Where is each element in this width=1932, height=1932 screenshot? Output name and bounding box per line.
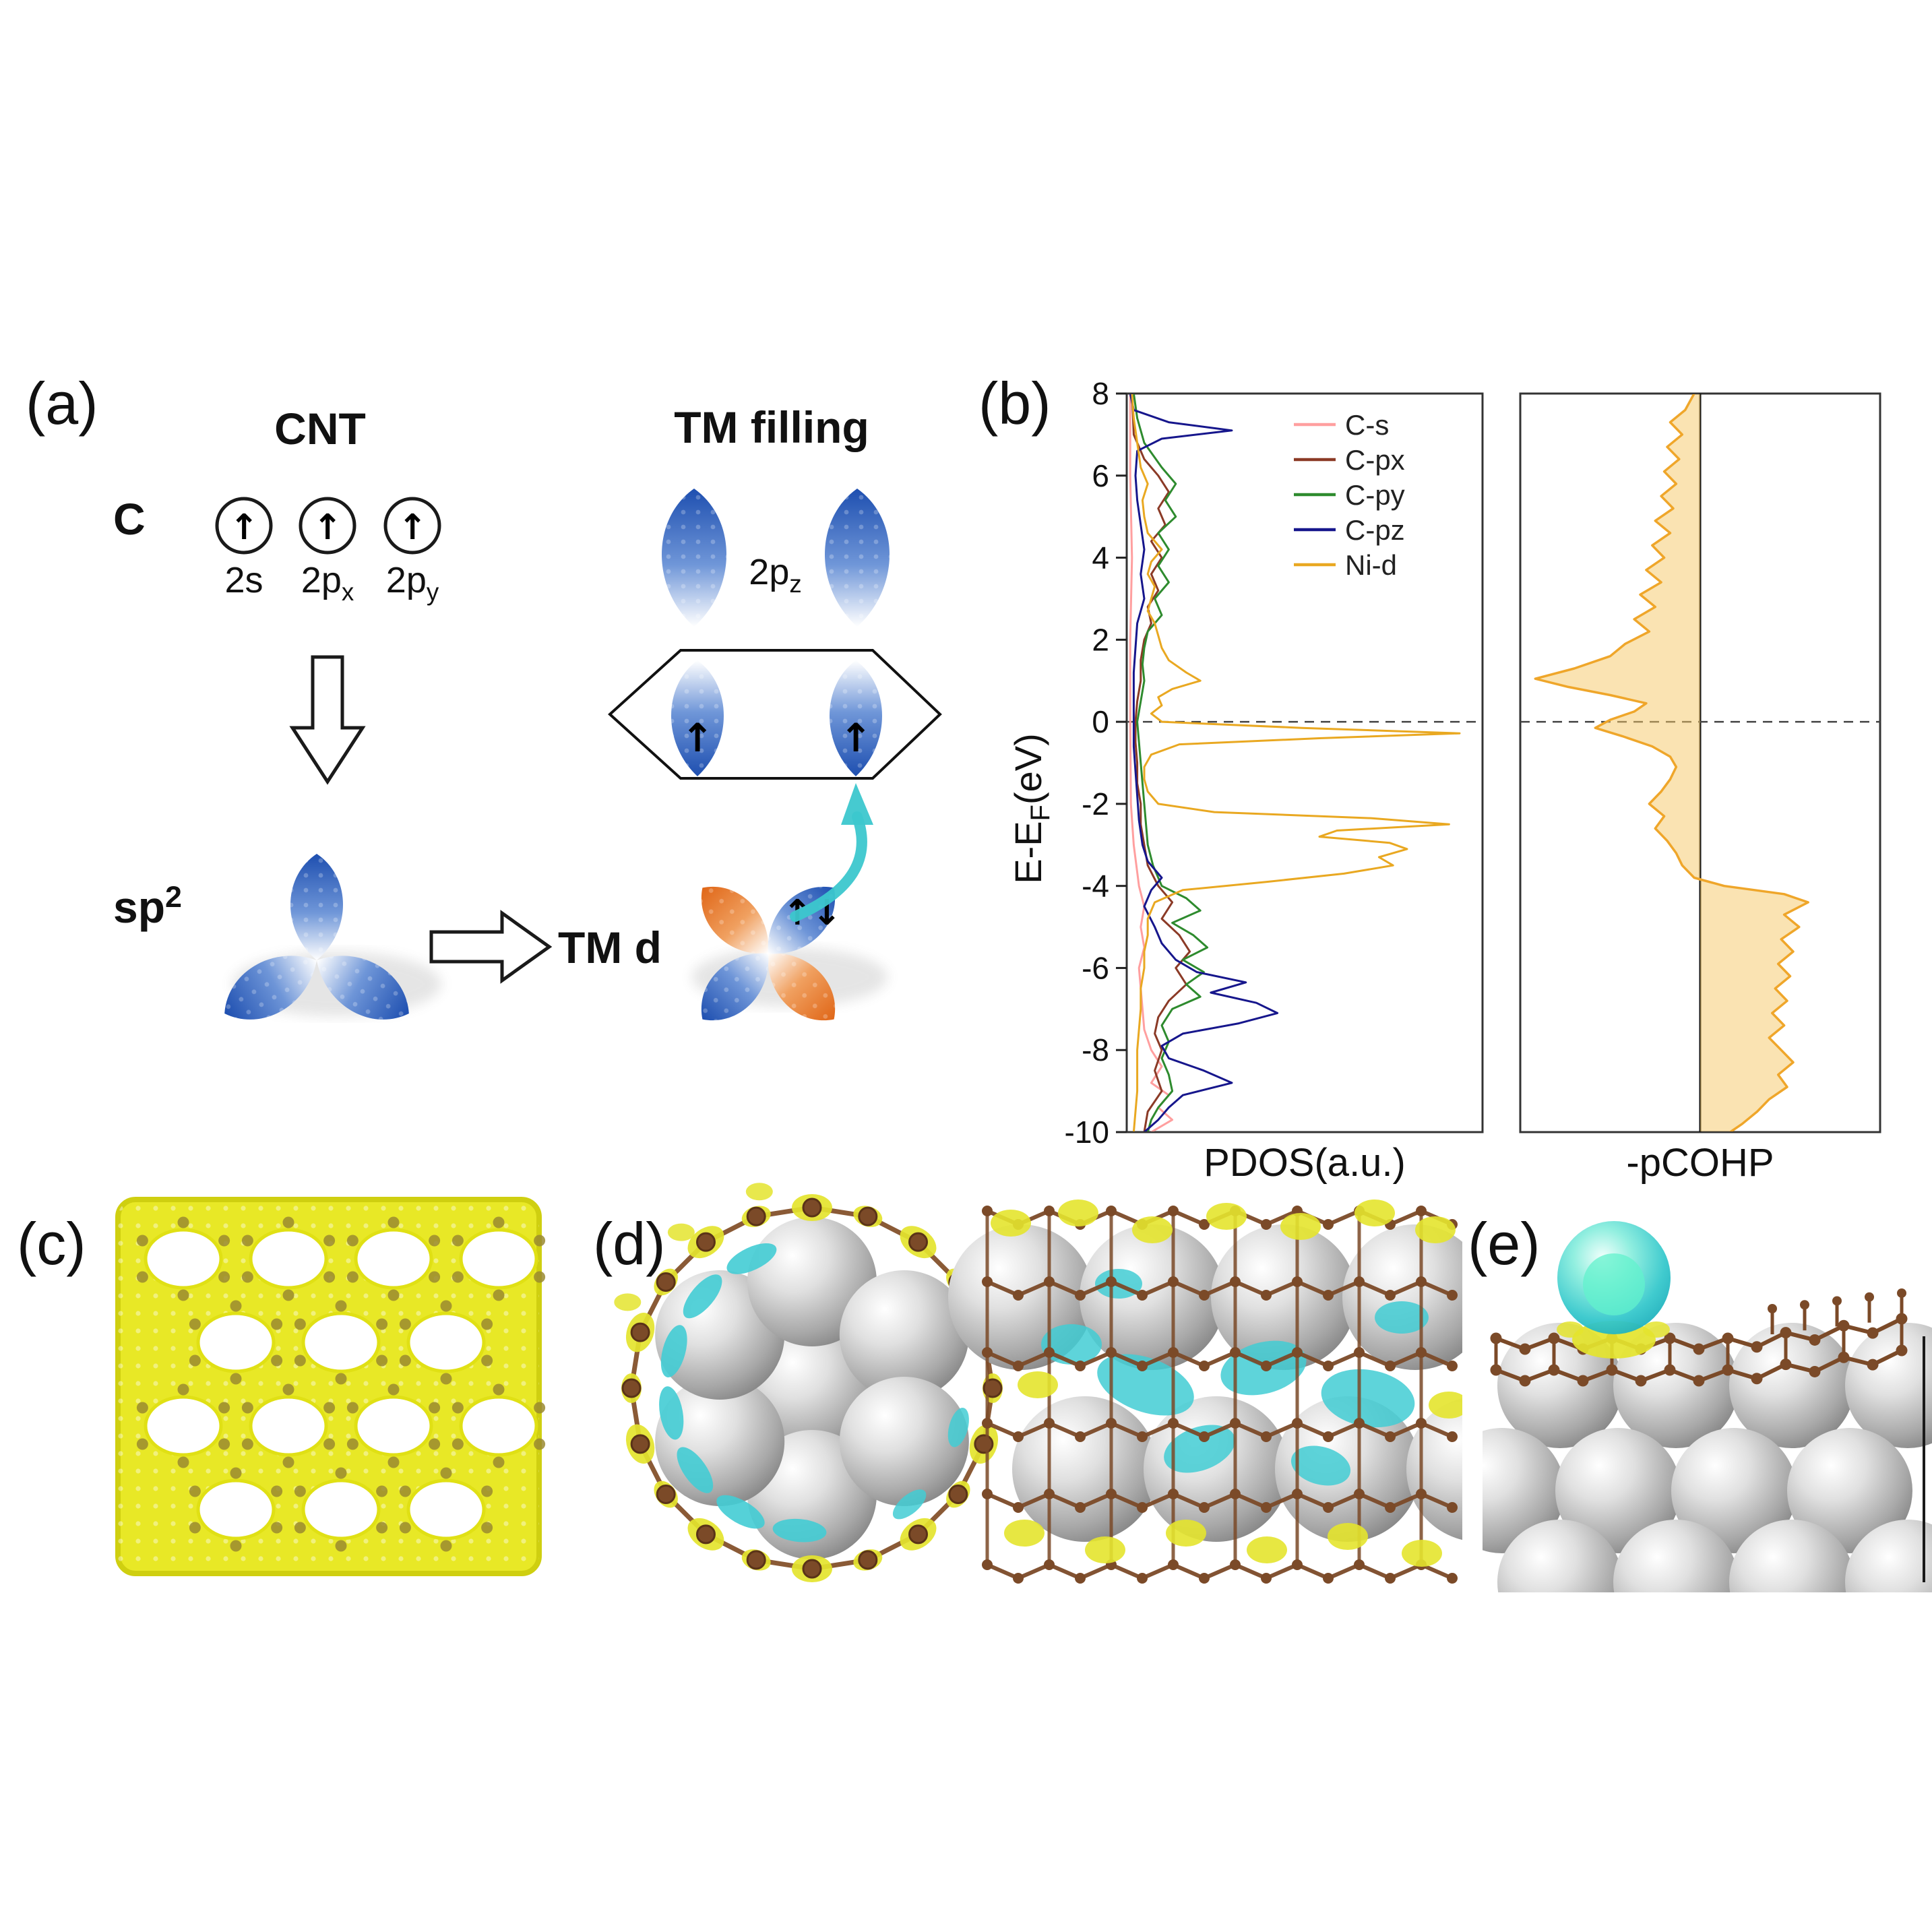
adsorbate-structure-image [1483,1221,1932,1592]
svg-text:4: 4 [1092,540,1109,575]
surface-sparkle [118,1199,539,1573]
orbital-label-2py: 2py [385,560,439,606]
tmd-label: TM d [558,923,662,972]
tm-filling-title: TM filling [674,402,869,452]
nanotube-cross-section-image [614,1183,1003,1582]
panel-a-schematic: ↑ ↑ ↑ ↑ ↑ ↑↓ [215,489,942,1021]
sp2-orbital [224,854,409,1020]
svg-text:6: 6 [1092,458,1109,493]
svg-text:-2: -2 [1082,786,1109,821]
carbon-atom-label: C [113,494,146,544]
hexagon-ring [608,649,942,780]
svg-text:-4: -4 [1082,869,1109,904]
spin-up-arrow: ↑ [681,715,714,761]
nanotube-charge-images [614,1183,1462,1584]
legend-label: C-px [1345,444,1405,476]
svg-text:-10: -10 [1065,1115,1109,1150]
panel-b-label: (b) [978,370,1051,437]
orbital-label-2s: 2s [224,560,263,600]
svg-text:2: 2 [1092,622,1109,657]
cohp-axis-title: -pCOHP [1626,1141,1774,1185]
legend-label: C-py [1345,479,1405,511]
electron-config-circles: ↑ ↑ ↑ [215,497,441,555]
pz-upper-lobes [662,489,890,627]
orbital-label-2px: 2px [301,560,354,606]
charge-transfer-arrow [790,783,873,922]
orbital-label-2pz: 2pz [749,552,802,598]
panel-c-label: (c) [17,1210,86,1277]
legend-label: C-pz [1345,514,1405,546]
sp2-label: sp2 [113,879,182,932]
spin-up-arrow: ↑ [840,715,873,761]
cohp-curve [1534,394,1809,1131]
svg-text:-6: -6 [1082,950,1109,985]
energy-axis-title: E-EF(eV) [1007,733,1055,884]
svg-text:-8: -8 [1082,1032,1109,1067]
slab-with-adsorbate [1483,1221,1932,1592]
panel-a-label: (a) [26,370,98,437]
pdos-curves [1129,394,1461,1131]
right-arrow [429,910,553,984]
energy-axis-ticks: 8 6 4 2 0 -2 -4 -6 -8 -10 [1065,377,1127,1150]
legend-label: Ni-d [1345,549,1397,581]
spin-up-arrow: ↑ [313,507,342,548]
spin-up-arrow: ↑ [229,507,259,548]
cnt-isosurface-image [115,1197,546,1576]
honeycomb-holes [136,1216,546,1552]
cnt-title: CNT [274,404,366,454]
panel-e-label: (e) [1468,1210,1540,1277]
svg-text:8: 8 [1092,377,1109,411]
svg-text:0: 0 [1092,704,1109,739]
tm-d-orbital [701,886,836,1021]
down-arrow [289,655,366,785]
pdos-axis-title: PDOS(a.u.) [1204,1141,1406,1185]
panel-d-label: (d) [593,1210,666,1277]
spin-up-arrow: ↑ [398,507,427,548]
nanotube-side-view-image [948,1199,1462,1584]
pdos-plot-frame [1125,392,1484,1133]
pz-hexagon-lobes [671,660,882,776]
legend-label: C-s [1345,409,1389,441]
